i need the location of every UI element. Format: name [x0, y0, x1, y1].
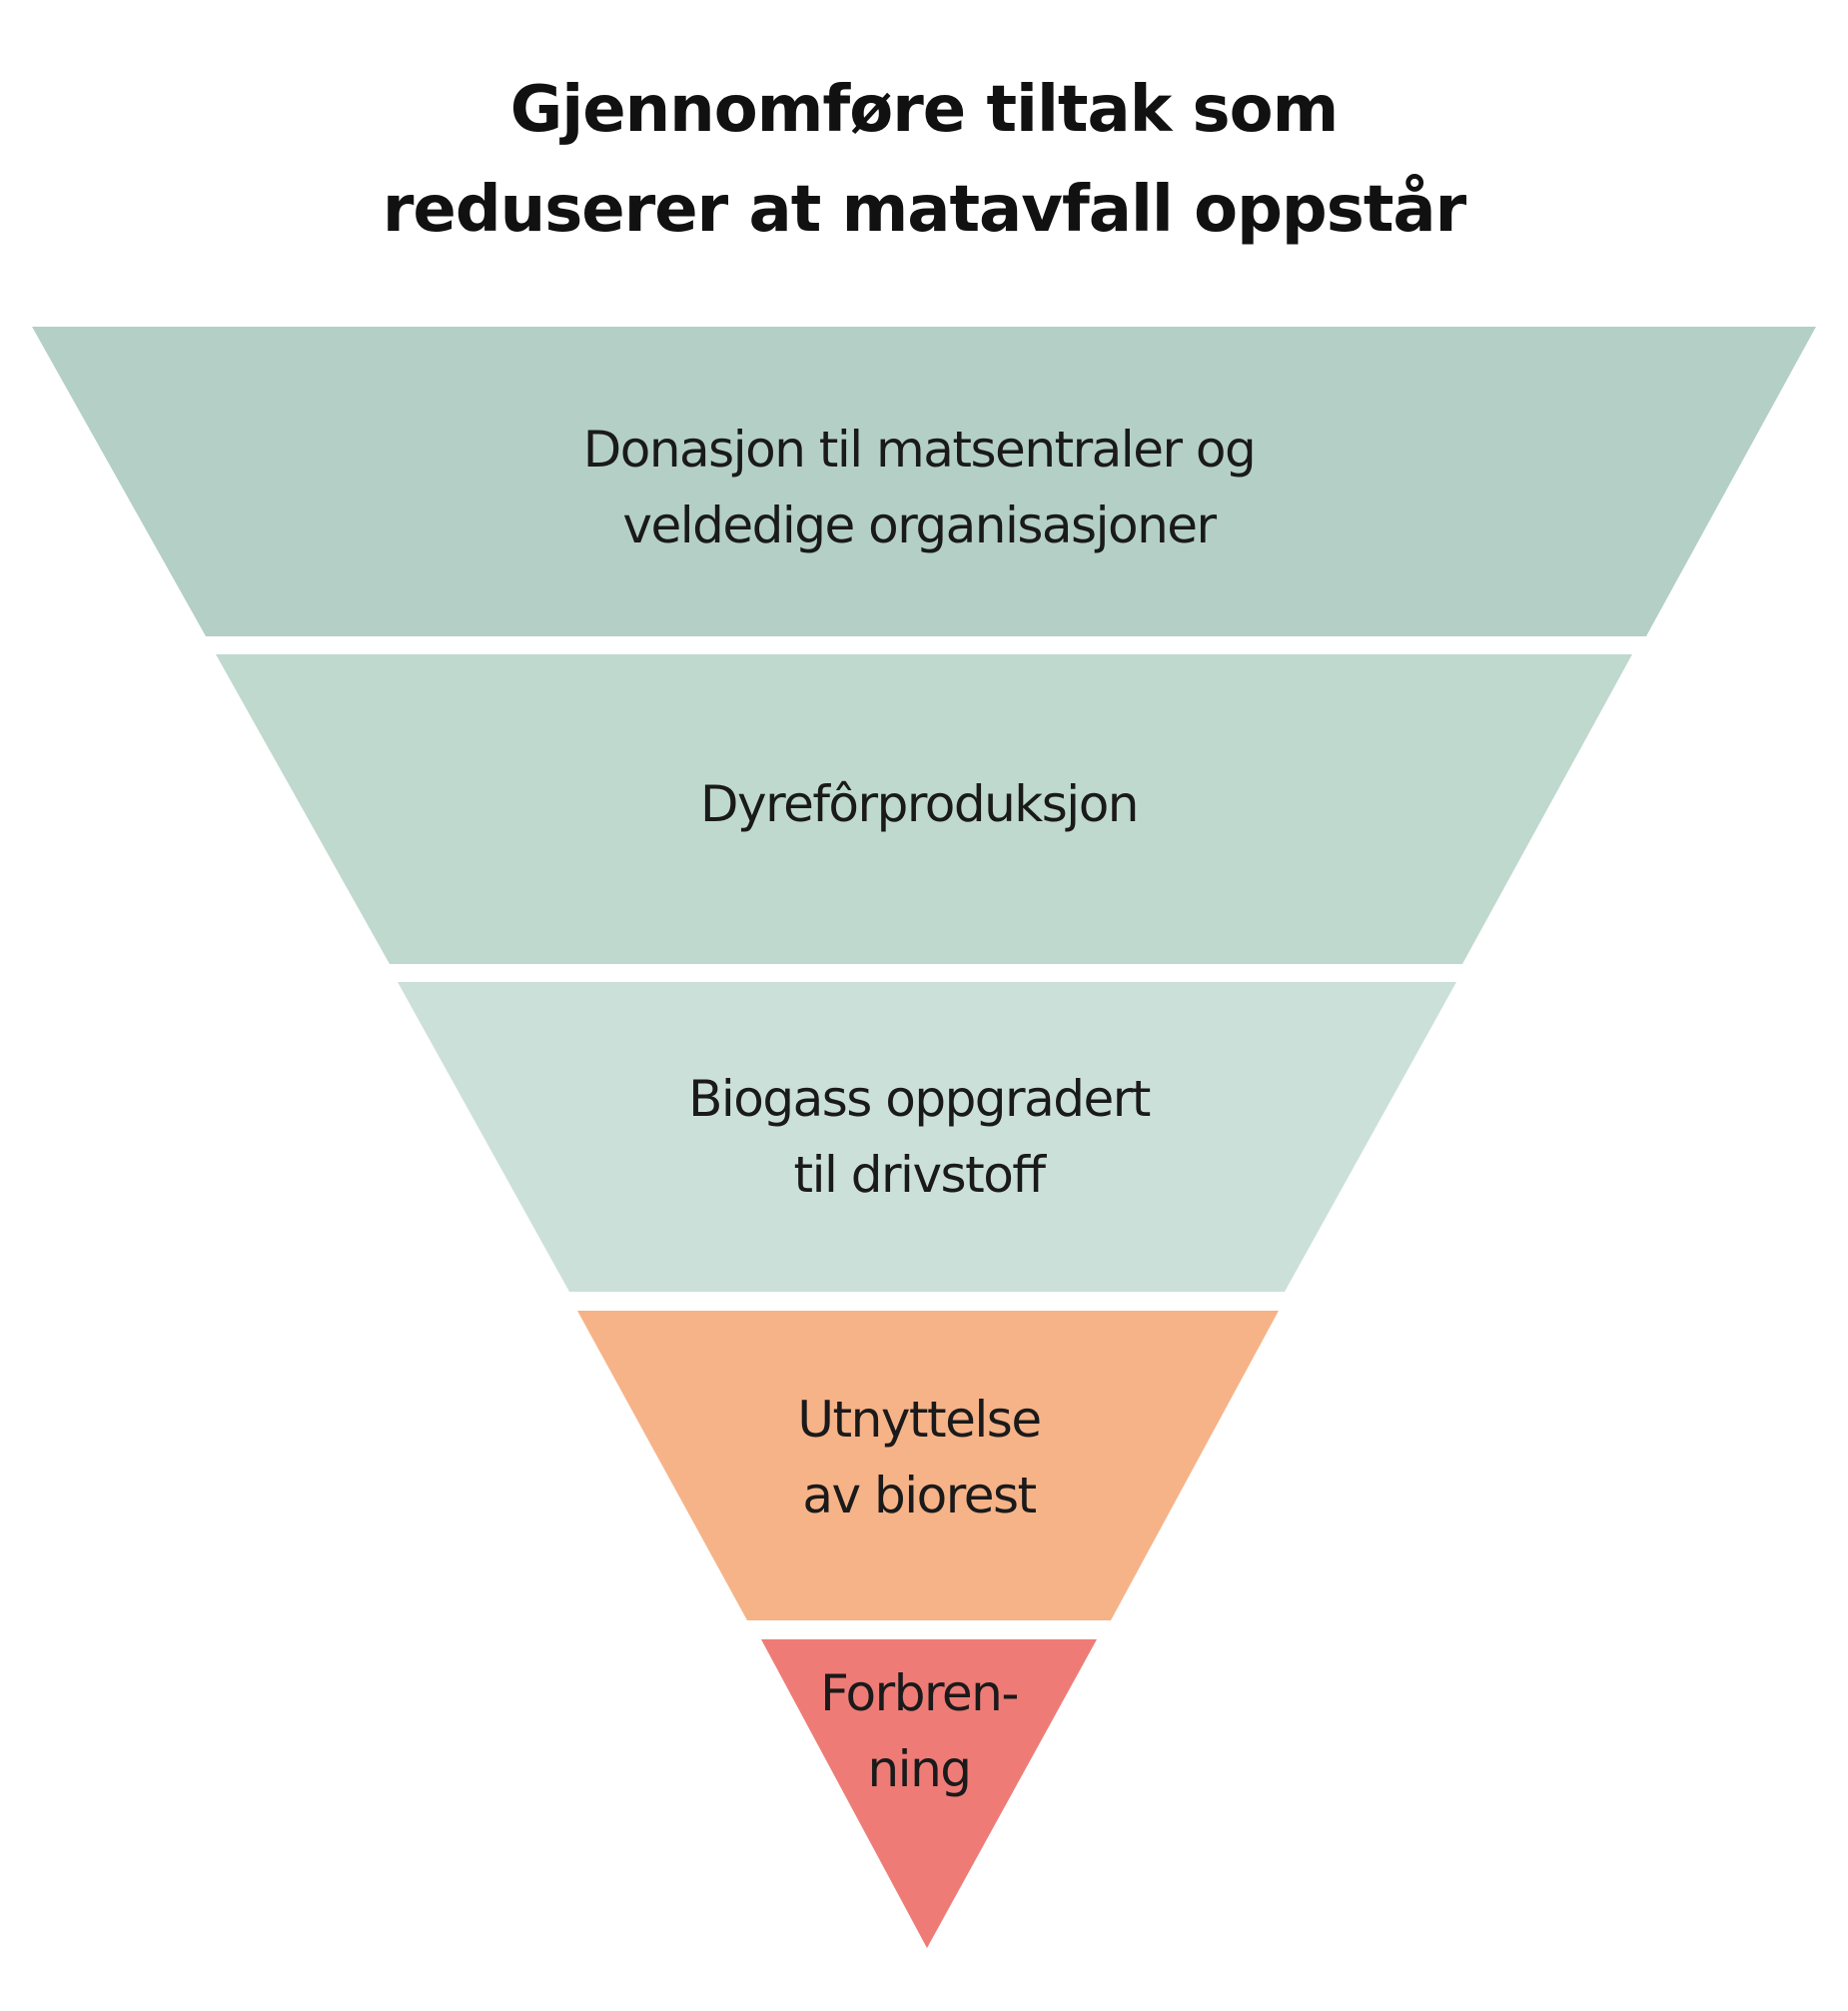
tier-incineration-label-line-2: ning — [867, 1740, 970, 1798]
tier-biorest-label-line-1: Utnyttelse — [797, 1391, 1040, 1449]
diagram-title: Gjennomføre tiltak som reduserer at mata… — [0, 60, 1848, 260]
tier-donation: Donasjon til matsentraler og veldedige o… — [32, 327, 1816, 636]
tier-animal-feed: Dyrefôrproduksjon — [216, 654, 1632, 964]
tier-incineration-band — [761, 1639, 1097, 1948]
tier-incineration: Forbren- ning — [761, 1639, 1097, 1948]
tier-biorest-band — [577, 1311, 1279, 1620]
tier-donation-label-line-2: veldedige organisasjoner — [622, 497, 1217, 554]
title-line-2: reduserer at matavfall oppstår — [382, 173, 1466, 247]
tier-biogas: Biogass oppgradert til drivstoff — [398, 982, 1456, 1292]
tier-biogas-band — [398, 982, 1456, 1292]
tier-animal-feed-label: Dyrefôrproduksjon — [700, 775, 1138, 833]
tier-donation-label-line-1: Donasjon til matsentraler og — [583, 421, 1256, 479]
tier-biorest-label-line-2: av biorest — [802, 1467, 1036, 1524]
tier-biogas-label-line-2: til drivstoff — [793, 1146, 1047, 1204]
tier-animal-feed-band — [216, 654, 1632, 964]
tier-donation-band — [32, 327, 1816, 636]
tier-biorest: Utnyttelse av biorest — [577, 1311, 1279, 1620]
title-line-1: Gjennomføre tiltak som — [509, 73, 1340, 147]
tier-incineration-label-line-1: Forbren- — [820, 1664, 1018, 1722]
tier-biogas-label-line-1: Biogass oppgradert — [688, 1070, 1151, 1128]
